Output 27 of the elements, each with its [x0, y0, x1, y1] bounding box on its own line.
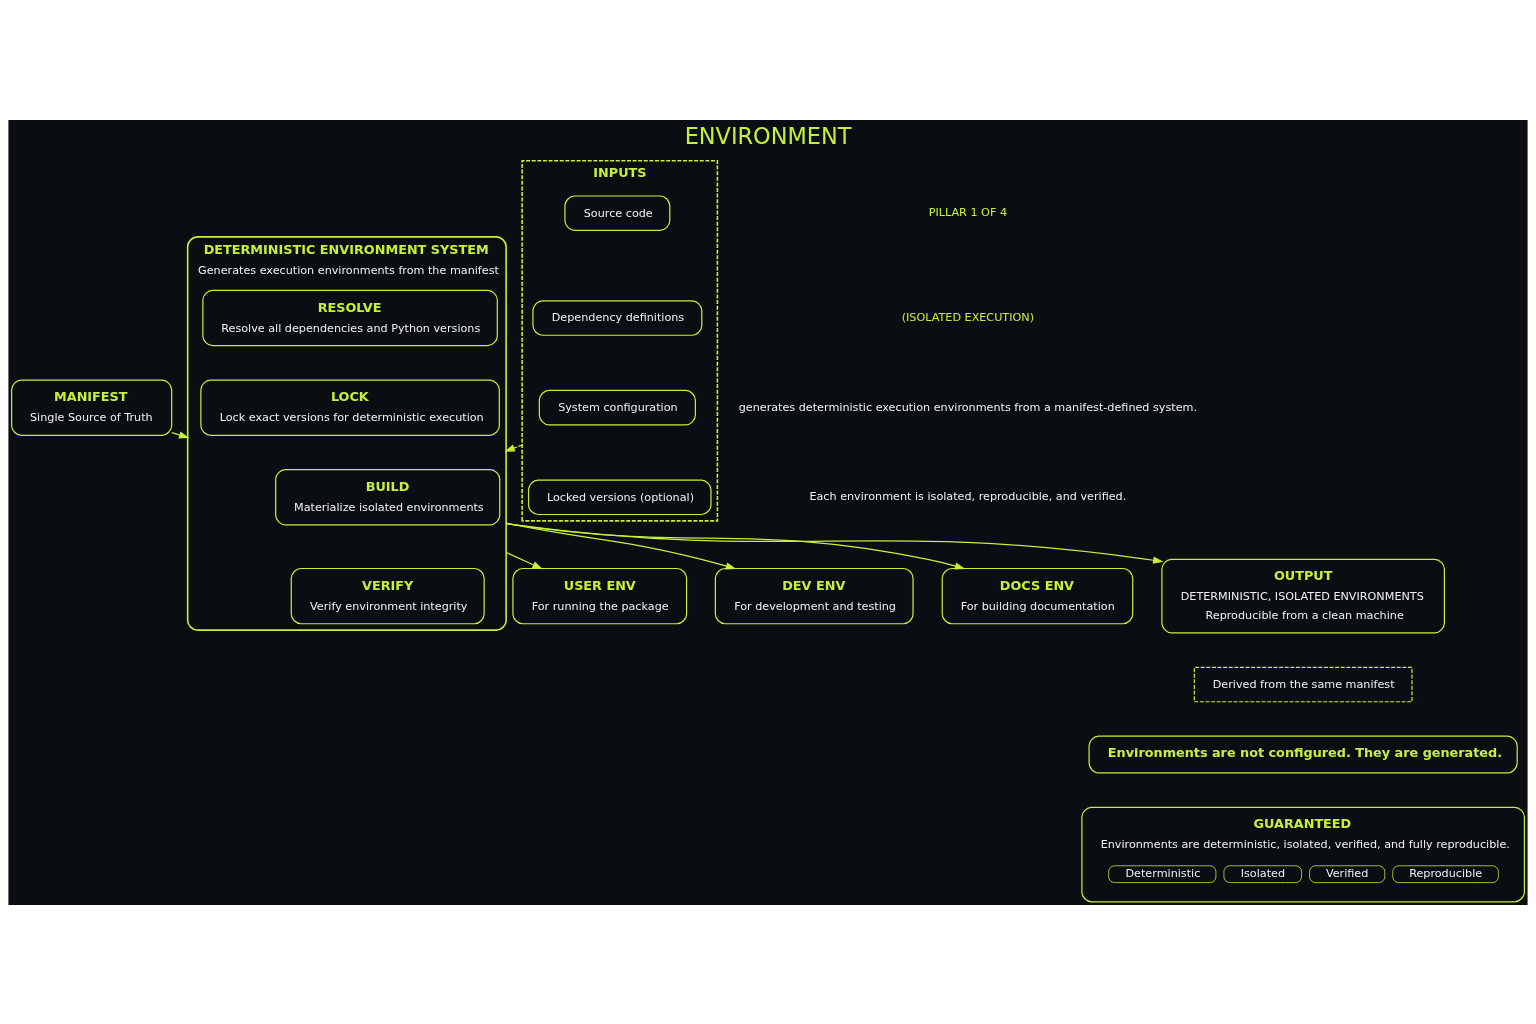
- arrow: [505, 551, 543, 569]
- node-box: RESOLVE Resolve all dependencies and Python versions: [202, 289, 498, 346]
- diagram-title: ENVIRONMENT: [684, 122, 852, 149]
- arrow: [171, 430, 190, 438]
- label: (ISOLATED EXECUTION): [901, 310, 1035, 324]
- arrow: [505, 522, 1164, 564]
- node-box: Derived from the same manifest: [1193, 666, 1413, 702]
- arrow: [505, 522, 737, 570]
- node-box: Source code: [564, 194, 671, 231]
- node-box: Locked versions (optional): [527, 479, 712, 515]
- label: Each environment is isolated, reproducible, and verified.: [809, 489, 1127, 503]
- node-box: VERIFY Verify environment integrity: [290, 567, 485, 624]
- arrow: [504, 443, 523, 452]
- node-box: BUILD Materialize isolated environments: [275, 468, 501, 525]
- node-box: DOCS ENV For building documentation: [941, 567, 1134, 624]
- node-box: LOCK Lock exact versions for deterministic execution: [200, 378, 500, 436]
- node-box: USER ENV For running the package: [512, 567, 688, 624]
- node-box: Environments are not configured. They are generated.: [1088, 735, 1518, 774]
- label: generates deterministic execution environments from a manifest-defined system.: [738, 400, 1198, 414]
- node-box: OUTPUT DETERMINISTIC, ISOLATED ENVIRONMENTS Reproducible from a clean machine: [1161, 558, 1445, 634]
- node-box: GUARANTEED Environments are deterministic, isolated, verified, and fully reproducible. Deterministic Isolated Verified Reproducible: [1081, 806, 1525, 902]
- node-box: MANIFEST Single Source of Truth: [11, 378, 173, 436]
- arrow: [505, 522, 966, 570]
- label: PILLAR 1 OF 4: [928, 205, 1008, 219]
- node-box: Dependency definitions: [532, 299, 703, 336]
- node-box: DEV ENV For development and testing: [714, 567, 914, 624]
- node-box: System configuration: [538, 389, 696, 425]
